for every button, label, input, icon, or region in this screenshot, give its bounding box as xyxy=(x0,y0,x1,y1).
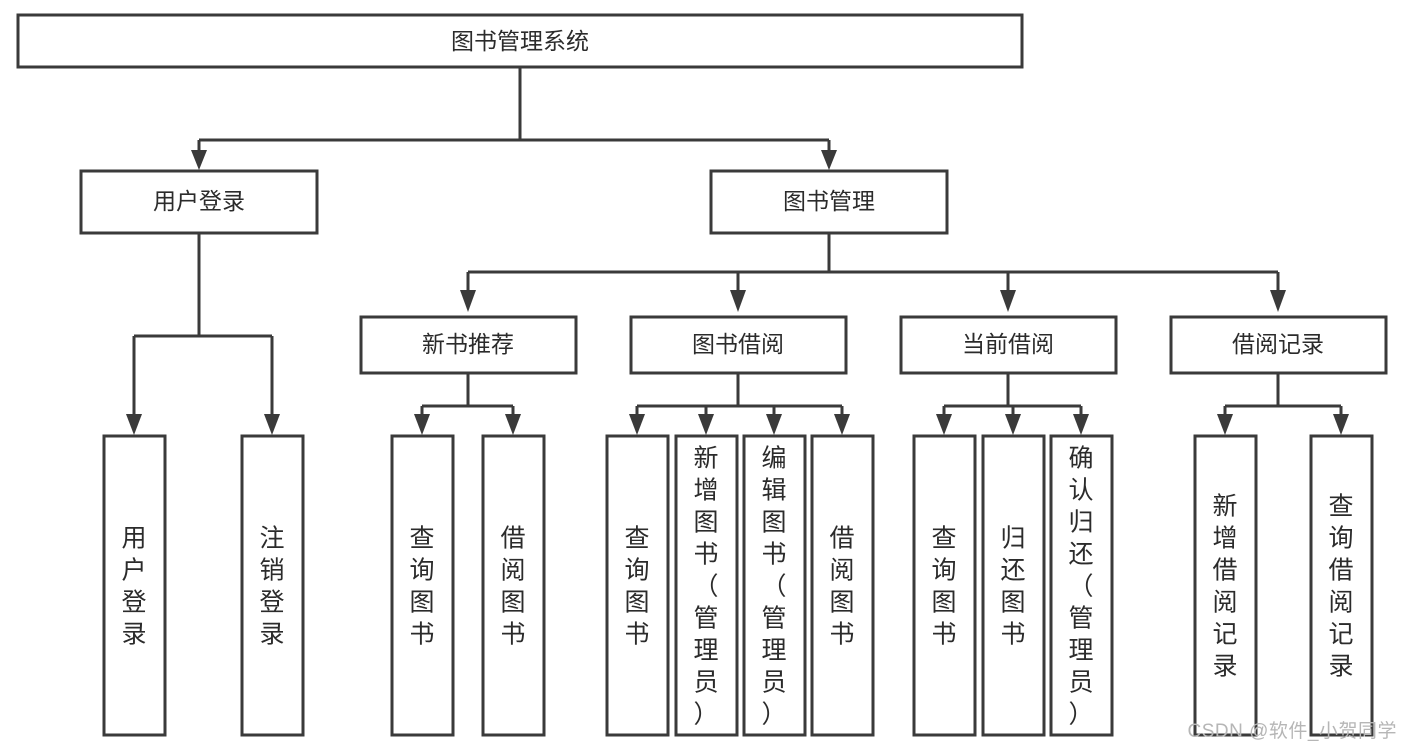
connector-layer xyxy=(126,67,1349,435)
node-borrow-record-box[interactable] xyxy=(1169,315,1388,375)
leaf-user-login-2-label: 注销登录 xyxy=(259,524,284,648)
leaf-user-login-1-box[interactable] xyxy=(102,434,167,737)
leaf-borrow-1[interactable]: 查询图书 xyxy=(605,434,670,737)
leaf-record-1-box[interactable] xyxy=(1193,434,1258,737)
leaf-recommend-1-label: 查询图书 xyxy=(409,524,434,648)
arrow-record-leaf-1 xyxy=(1217,414,1233,435)
leaf-recommend-1-box[interactable] xyxy=(390,434,455,737)
leaf-user-login-1-label: 用户登录 xyxy=(121,524,146,648)
leaf-current-1-label: 查询图书 xyxy=(931,524,956,648)
arrow-current-leaf-2 xyxy=(1005,414,1021,435)
leaf-user-login-2-box[interactable] xyxy=(240,434,305,737)
node-root-box[interactable] xyxy=(16,13,1024,69)
arrow-current-leaf-3 xyxy=(1073,414,1089,435)
leaf-borrow-4-label: 借阅图书 xyxy=(829,524,854,648)
leaf-current-1-box[interactable] xyxy=(912,434,977,737)
arrow-borrow-leaf-1 xyxy=(629,414,645,435)
arrow-record-leaf-2 xyxy=(1333,414,1349,435)
node-current-borrow-box[interactable] xyxy=(899,315,1118,375)
arrow-recommend-leaf-1 xyxy=(414,414,430,435)
leaf-borrow-2-label: 新增图书（管理员） xyxy=(693,444,718,728)
node-book-manage-box[interactable] xyxy=(709,169,949,235)
node-new-book-recommend[interactable]: 新书推荐 xyxy=(359,315,578,375)
arrow-borrow-leaf-3 xyxy=(766,414,782,435)
arrow-book-manage-to-record xyxy=(1270,290,1286,312)
leaf-current-1[interactable]: 查询图书 xyxy=(912,434,977,737)
leaf-user-login-2[interactable]: 注销登录 xyxy=(240,434,305,737)
leaf-current-2-box[interactable] xyxy=(981,434,1046,737)
node-user-login-label: 用户登录 xyxy=(153,188,245,214)
node-new-book-recommend-label: 新书推荐 xyxy=(422,331,514,357)
node-root-label: 图书管理系统 xyxy=(451,28,589,54)
node-book-borrow[interactable]: 图书借阅 xyxy=(629,315,848,375)
leaf-record-2[interactable]: 查询借阅记录 xyxy=(1309,434,1374,737)
node-user-login[interactable]: 用户登录 xyxy=(79,169,319,235)
node-book-borrow-box[interactable] xyxy=(629,315,848,375)
node-user-login-box[interactable] xyxy=(79,169,319,235)
leaf-recommend-1[interactable]: 查询图书 xyxy=(390,434,455,737)
leaf-record-1-label: 新增借阅记录 xyxy=(1212,492,1237,680)
node-new-book-recommend-box[interactable] xyxy=(359,315,578,375)
node-current-borrow-label: 当前借阅 xyxy=(962,331,1054,357)
leaf-recommend-2-box[interactable] xyxy=(481,434,546,737)
leaf-recommend-2-label: 借阅图书 xyxy=(500,524,525,648)
node-root[interactable]: 图书管理系统 xyxy=(16,13,1024,69)
arrow-borrow-leaf-2 xyxy=(698,414,714,435)
leaf-borrow-4[interactable]: 借阅图书 xyxy=(810,434,875,737)
arrow-user-login-leaf-2 xyxy=(264,414,280,435)
node-current-borrow[interactable]: 当前借阅 xyxy=(899,315,1118,375)
leaf-current-3[interactable]: 确认归还（管理员） xyxy=(1049,434,1114,737)
leaf-borrow-2[interactable]: 新增图书（管理员） xyxy=(674,434,739,737)
node-book-manage[interactable]: 图书管理 xyxy=(709,169,949,235)
node-book-manage-label: 图书管理 xyxy=(783,188,875,214)
leaf-record-2-label: 查询借阅记录 xyxy=(1328,492,1353,680)
node-book-borrow-label: 图书借阅 xyxy=(692,331,784,357)
leaf-current-3-box[interactable] xyxy=(1049,434,1114,737)
arrow-recommend-leaf-2 xyxy=(505,414,521,435)
leaf-user-login-1[interactable]: 用户登录 xyxy=(102,434,167,737)
arrow-book-manage-to-borrow xyxy=(730,290,746,312)
arrow-borrow-leaf-4 xyxy=(834,414,850,435)
leaf-borrow-4-box[interactable] xyxy=(810,434,875,737)
leaf-recommend-2[interactable]: 借阅图书 xyxy=(481,434,546,737)
leaf-record-2-box[interactable] xyxy=(1309,434,1374,737)
arrow-root-to-user-login xyxy=(191,150,207,170)
leaf-borrow-1-label: 查询图书 xyxy=(624,524,649,648)
leaf-borrow-3-box[interactable] xyxy=(742,434,807,737)
node-borrow-record-label: 借阅记录 xyxy=(1232,331,1324,357)
leaf-borrow-3-label: 编辑图书（管理员） xyxy=(761,444,786,728)
csdn-watermark: CSDN @软件_小贺同学 xyxy=(1187,721,1397,742)
node-borrow-record[interactable]: 借阅记录 xyxy=(1169,315,1388,375)
arrow-current-leaf-1 xyxy=(936,414,952,435)
leaf-borrow-3[interactable]: 编辑图书（管理员） xyxy=(742,434,807,737)
arrow-user-login-leaf-1 xyxy=(126,414,142,435)
arrow-book-manage-to-current xyxy=(1000,290,1016,312)
leaf-borrow-1-box[interactable] xyxy=(605,434,670,737)
leaf-record-1[interactable]: 新增借阅记录 xyxy=(1193,434,1258,737)
leaf-current-2[interactable]: 归还图书 xyxy=(981,434,1046,737)
arrow-root-to-book-manage xyxy=(821,150,837,170)
leaf-current-2-label: 归还图书 xyxy=(1000,524,1025,648)
leaf-current-3-label: 确认归还（管理员） xyxy=(1068,444,1093,728)
leaf-borrow-2-box[interactable] xyxy=(674,434,739,737)
arrow-book-manage-to-recommend xyxy=(460,290,476,312)
